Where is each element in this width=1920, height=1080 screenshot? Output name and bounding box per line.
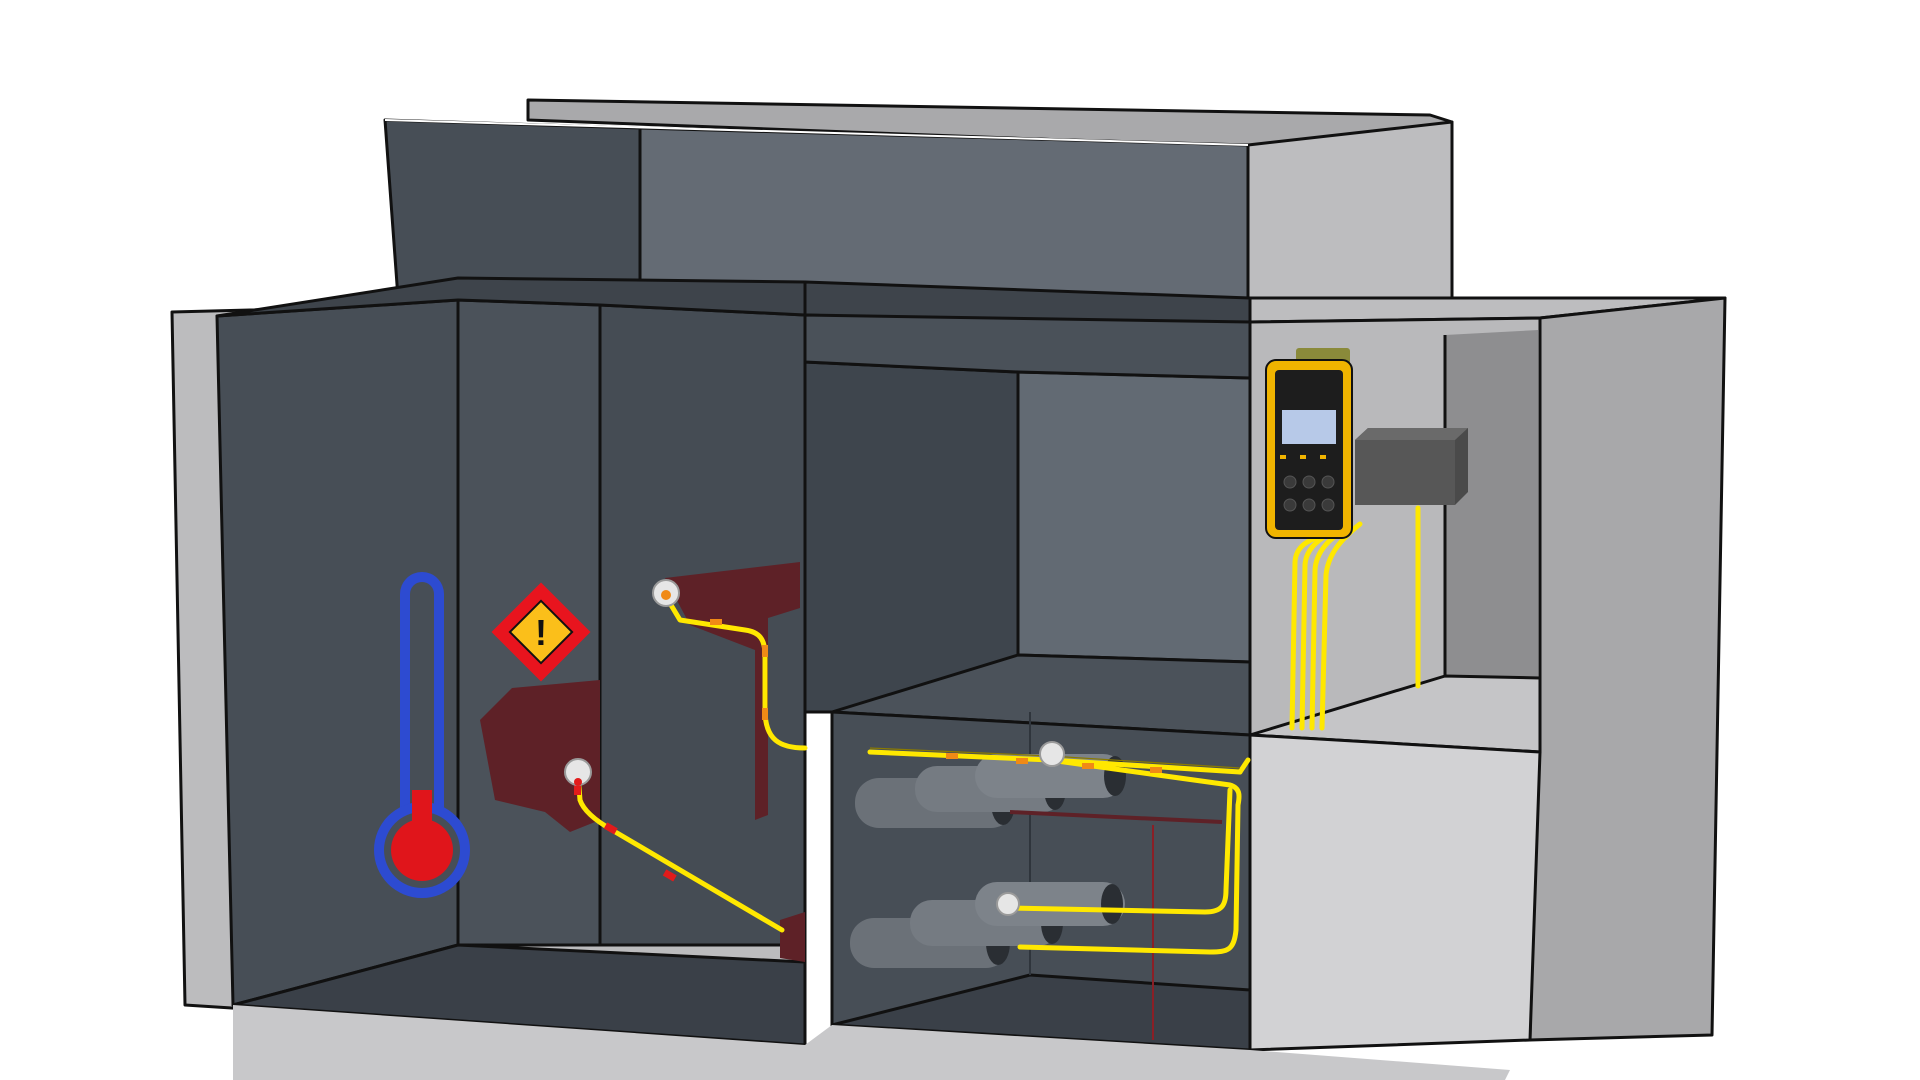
busbar-rail bbox=[1009, 810, 1223, 824]
top-hood-right-side bbox=[1246, 120, 1454, 300]
center-cabinet-back-wall bbox=[1016, 370, 1252, 664]
fiber-cable-trunk-1 bbox=[1237, 757, 1251, 775]
sensor-probes bbox=[564, 579, 1065, 916]
fiber-sensor-probe-icon bbox=[1039, 741, 1065, 767]
top-hood-edge-highlight bbox=[384, 119, 1249, 146]
fiber-sensor-probe-icon bbox=[564, 758, 592, 786]
fiber-marker bbox=[574, 785, 581, 795]
temperature-monitor-device-icon bbox=[1265, 348, 1353, 539]
fiber-marker bbox=[762, 708, 768, 720]
right-enclosure-outer-side bbox=[1528, 296, 1727, 1042]
fiber-markers bbox=[574, 619, 1162, 882]
fiber-marker bbox=[1150, 767, 1162, 773]
fiber-marker bbox=[946, 753, 958, 759]
right-enclosure-upper-bay-back bbox=[1445, 330, 1538, 678]
busbars bbox=[480, 562, 805, 962]
center-cabinet-header bbox=[803, 313, 1252, 380]
top-hood bbox=[383, 98, 1454, 300]
monitor-ports bbox=[1283, 475, 1335, 512]
monitor-indicators bbox=[1280, 455, 1326, 459]
fiber-cable-riser-4 bbox=[1319, 521, 1363, 731]
center-cabinet-left-wall bbox=[803, 360, 1020, 714]
fiber-marker bbox=[662, 869, 677, 882]
warning-glyph: ! bbox=[535, 612, 547, 653]
fiber-marker bbox=[762, 645, 768, 657]
thermometer-icon bbox=[374, 572, 470, 898]
right-enclosure-lower-bay bbox=[1248, 733, 1542, 1052]
junction-box-icon bbox=[1355, 428, 1468, 505]
fiber-marker bbox=[1082, 763, 1094, 769]
busbar-middle bbox=[480, 680, 600, 832]
thermometer-scale bbox=[434, 608, 444, 772]
busbar-upper bbox=[665, 562, 800, 820]
fiber-marker bbox=[710, 619, 722, 625]
fiber-marker bbox=[1016, 758, 1028, 764]
busbar-lower-stub bbox=[780, 912, 805, 962]
cabinet-plinth bbox=[233, 1005, 1510, 1080]
cable-pipe-upper bbox=[855, 754, 1126, 828]
fiber-sensor-probe-icon bbox=[996, 892, 1020, 916]
main-cabinet bbox=[170, 276, 807, 1047]
fiber-marker bbox=[603, 822, 618, 835]
fiber-cable-pipe-lower bbox=[1005, 787, 1233, 915]
monitor-screen bbox=[1282, 410, 1336, 444]
fiber-cable-pipe-mid bbox=[1017, 757, 1242, 955]
top-hood-left-face bbox=[383, 118, 642, 300]
top-hood-front-face bbox=[638, 126, 1250, 300]
fiber-sensor-probe-icon bbox=[652, 579, 680, 607]
cable-pipe-6-end bbox=[1101, 884, 1123, 924]
warning-icon: ! bbox=[491, 582, 591, 682]
